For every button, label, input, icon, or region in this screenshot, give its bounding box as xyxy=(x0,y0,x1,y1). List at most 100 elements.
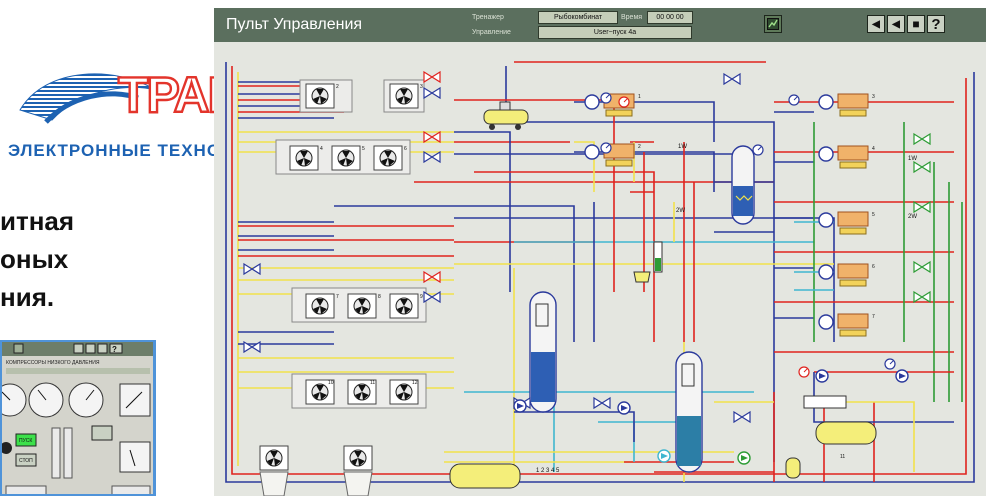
help-button[interactable]: ? xyxy=(927,15,945,33)
speaker-icon: ◀ xyxy=(872,18,880,30)
separator-vessel-3[interactable] xyxy=(675,351,703,473)
inset-control-screenshot: ? КОМПРЕССОРЫ НИЗКОГО ДАВЛЕНИЯ ПУСК СТОП xyxy=(0,340,156,496)
valve[interactable] xyxy=(913,133,931,145)
tanker-truck[interactable] xyxy=(483,101,529,130)
fan-units: 2 3 4 5 6 7 xyxy=(259,79,427,496)
fan-unit-label: 9 xyxy=(420,294,423,300)
inset-gauge-4 xyxy=(119,383,151,417)
slide-text-line-3: ния. xyxy=(0,282,55,312)
inset-gauge-1 xyxy=(2,383,27,417)
valve[interactable] xyxy=(593,397,611,409)
inset-gauge-3 xyxy=(68,382,104,418)
valve[interactable] xyxy=(913,201,931,213)
sound-off-button[interactable]: ◀ xyxy=(887,15,905,33)
control-field: User~пуск 4а xyxy=(538,26,692,39)
valve[interactable] xyxy=(243,263,261,275)
inset-start-label: ПУСК xyxy=(19,438,32,444)
valves xyxy=(243,71,931,423)
compressor-label: 4 xyxy=(872,146,875,152)
pressure-gauge xyxy=(788,94,800,106)
valve[interactable] xyxy=(913,291,931,303)
panel-title: Пульт Управления xyxy=(226,16,363,33)
compressor-4[interactable]: 4 xyxy=(818,145,875,169)
fan-unit-label: 5 xyxy=(362,146,365,152)
pump[interactable] xyxy=(657,449,671,463)
valve[interactable] xyxy=(913,161,931,173)
receiver-label: 11 xyxy=(840,454,845,460)
inset-gauge-2 xyxy=(28,382,64,418)
cooling-tower-2[interactable] xyxy=(343,445,373,496)
pumps xyxy=(513,369,909,465)
chart-icon xyxy=(767,18,779,30)
message-button[interactable]: ■ xyxy=(907,15,925,33)
control-panel-window: Пульт Управления Тренажер Рыбокомбинат В… xyxy=(214,8,986,496)
time-label: Время xyxy=(621,14,643,21)
sound-on-button[interactable]: ◀ xyxy=(867,15,885,33)
pressure-gauge xyxy=(752,144,764,156)
valve-label: 2W xyxy=(908,214,917,220)
compressor-label: 5 xyxy=(872,212,875,218)
fan-unit-2[interactable]: 3 xyxy=(383,79,425,113)
slide-text-line-1: итная xyxy=(0,206,75,236)
small-tank[interactable] xyxy=(785,457,801,479)
oil-pot[interactable] xyxy=(633,271,651,283)
pump[interactable] xyxy=(617,401,631,415)
pressure-gauge xyxy=(618,96,630,108)
compressor-1[interactable]: 1 xyxy=(584,93,641,117)
compressor-label: 3 xyxy=(872,94,875,100)
mute-icon: ◀ xyxy=(892,18,900,30)
valve[interactable] xyxy=(423,87,441,99)
fan-unit-5[interactable]: 6 xyxy=(373,145,407,171)
compressor-6[interactable]: 6 xyxy=(818,263,875,287)
valve[interactable] xyxy=(723,73,741,85)
vessels: 11 xyxy=(449,101,877,489)
valve[interactable] xyxy=(423,131,441,143)
compressor-label: 1 xyxy=(638,94,641,100)
gas-cooler[interactable] xyxy=(803,395,847,409)
compressor-label: 6 xyxy=(872,264,875,270)
time-display: 00 00 00 xyxy=(647,11,693,24)
fan-unit-1[interactable]: 2 xyxy=(299,79,353,113)
pump[interactable] xyxy=(737,451,751,465)
fan-unit-10[interactable]: 11 xyxy=(347,379,377,405)
receiver-tank[interactable]: 11 xyxy=(815,421,877,460)
fan-unit-11[interactable]: 12 xyxy=(389,379,419,405)
help-icon: ? xyxy=(931,15,941,33)
valve[interactable] xyxy=(913,261,931,273)
compressor-label: 7 xyxy=(872,314,875,320)
valve[interactable] xyxy=(733,411,751,423)
fan-unit-label: 6 xyxy=(404,146,407,152)
fan-unit-7[interactable]: 8 xyxy=(347,293,381,319)
pressure-gauge xyxy=(798,366,810,378)
trainer-label: Тренажер xyxy=(472,14,504,21)
valve-label: 1W xyxy=(908,156,917,162)
separator-vessel-2[interactable] xyxy=(529,291,557,413)
valve[interactable] xyxy=(423,71,441,83)
pressure-gauge xyxy=(884,358,896,370)
fan-unit-label: 11 xyxy=(370,380,375,386)
compressor-3[interactable]: 3 xyxy=(818,93,875,117)
pump[interactable] xyxy=(895,369,909,383)
process-mimic-diagram: 2 3 4 5 6 7 xyxy=(225,61,975,496)
compressor-label: 2 xyxy=(638,144,641,150)
compressor-7[interactable]: 7 xyxy=(818,313,875,337)
control-label: Управление xyxy=(472,29,511,36)
pump[interactable] xyxy=(815,369,829,383)
compressor-5[interactable]: 5 xyxy=(818,211,875,235)
message-icon: ■ xyxy=(912,17,920,31)
chart-toggle-button[interactable] xyxy=(764,15,782,33)
inset-start-button[interactable] xyxy=(15,433,37,447)
valve[interactable] xyxy=(423,151,441,163)
cooling-tower-1[interactable] xyxy=(259,445,289,496)
separator-vessel-1[interactable] xyxy=(731,145,755,225)
svg-text:?: ? xyxy=(112,345,117,354)
receiver-tank-bottom[interactable] xyxy=(449,463,521,489)
inset-stop-label: СТОП xyxy=(19,458,33,464)
inset-stop-button[interactable] xyxy=(15,453,37,467)
slide-text-line-2: оных xyxy=(0,244,69,274)
fan-unit-4[interactable]: 5 xyxy=(331,145,365,171)
fan-unit-8[interactable]: 9 xyxy=(389,293,423,319)
inset-toolbar: ? xyxy=(73,343,123,354)
valve-label: 2W xyxy=(676,208,685,214)
pump[interactable] xyxy=(513,399,527,413)
